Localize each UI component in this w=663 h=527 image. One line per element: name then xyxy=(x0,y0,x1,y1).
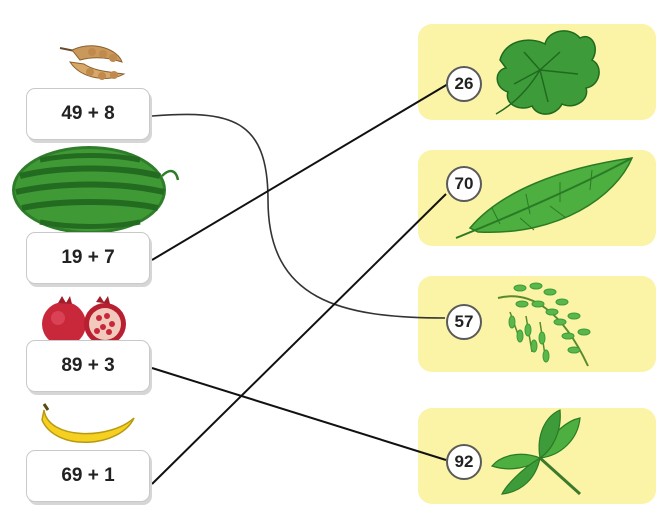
banana-icon xyxy=(41,403,135,443)
tamarind-leaf-icon xyxy=(497,282,591,367)
line-49+8-to-57 xyxy=(151,113,446,319)
answer-badge-2[interactable]: 70 xyxy=(446,166,482,202)
answer-text: 57 xyxy=(454,312,474,331)
answer-text: 70 xyxy=(454,174,474,193)
expression-text: 69 + 1 xyxy=(61,465,115,486)
expression-card-4[interactable]: 69 + 1 xyxy=(26,450,150,502)
expression-card-1[interactable]: 49 + 8 xyxy=(26,88,150,140)
expression-text: 19 + 7 xyxy=(61,247,115,268)
answer-badge-3[interactable]: 57 xyxy=(446,304,482,340)
watermelon-icon xyxy=(12,146,180,234)
line-89+3-to-92 xyxy=(151,367,447,461)
line-19+7-to-26 xyxy=(151,83,449,261)
answer-badge-1[interactable]: 26 xyxy=(446,66,482,102)
answer-badge-4[interactable]: 92 xyxy=(446,444,482,480)
pomegranate-icon xyxy=(42,296,126,346)
expression-text: 49 + 8 xyxy=(61,103,115,124)
watermelon-leaf-icon xyxy=(495,30,600,115)
expression-card-2[interactable]: 19 + 7 xyxy=(26,232,150,284)
tamarind-icon xyxy=(59,45,126,80)
expression-card-3[interactable]: 89 + 3 xyxy=(26,340,150,392)
line-69+1-to-70 xyxy=(151,193,447,485)
expression-text: 89 + 3 xyxy=(61,355,115,376)
answer-text: 92 xyxy=(454,452,474,471)
pomegranate-leaf-icon xyxy=(490,409,582,496)
banana-leaf-icon xyxy=(455,157,634,239)
answer-text: 26 xyxy=(454,74,474,93)
